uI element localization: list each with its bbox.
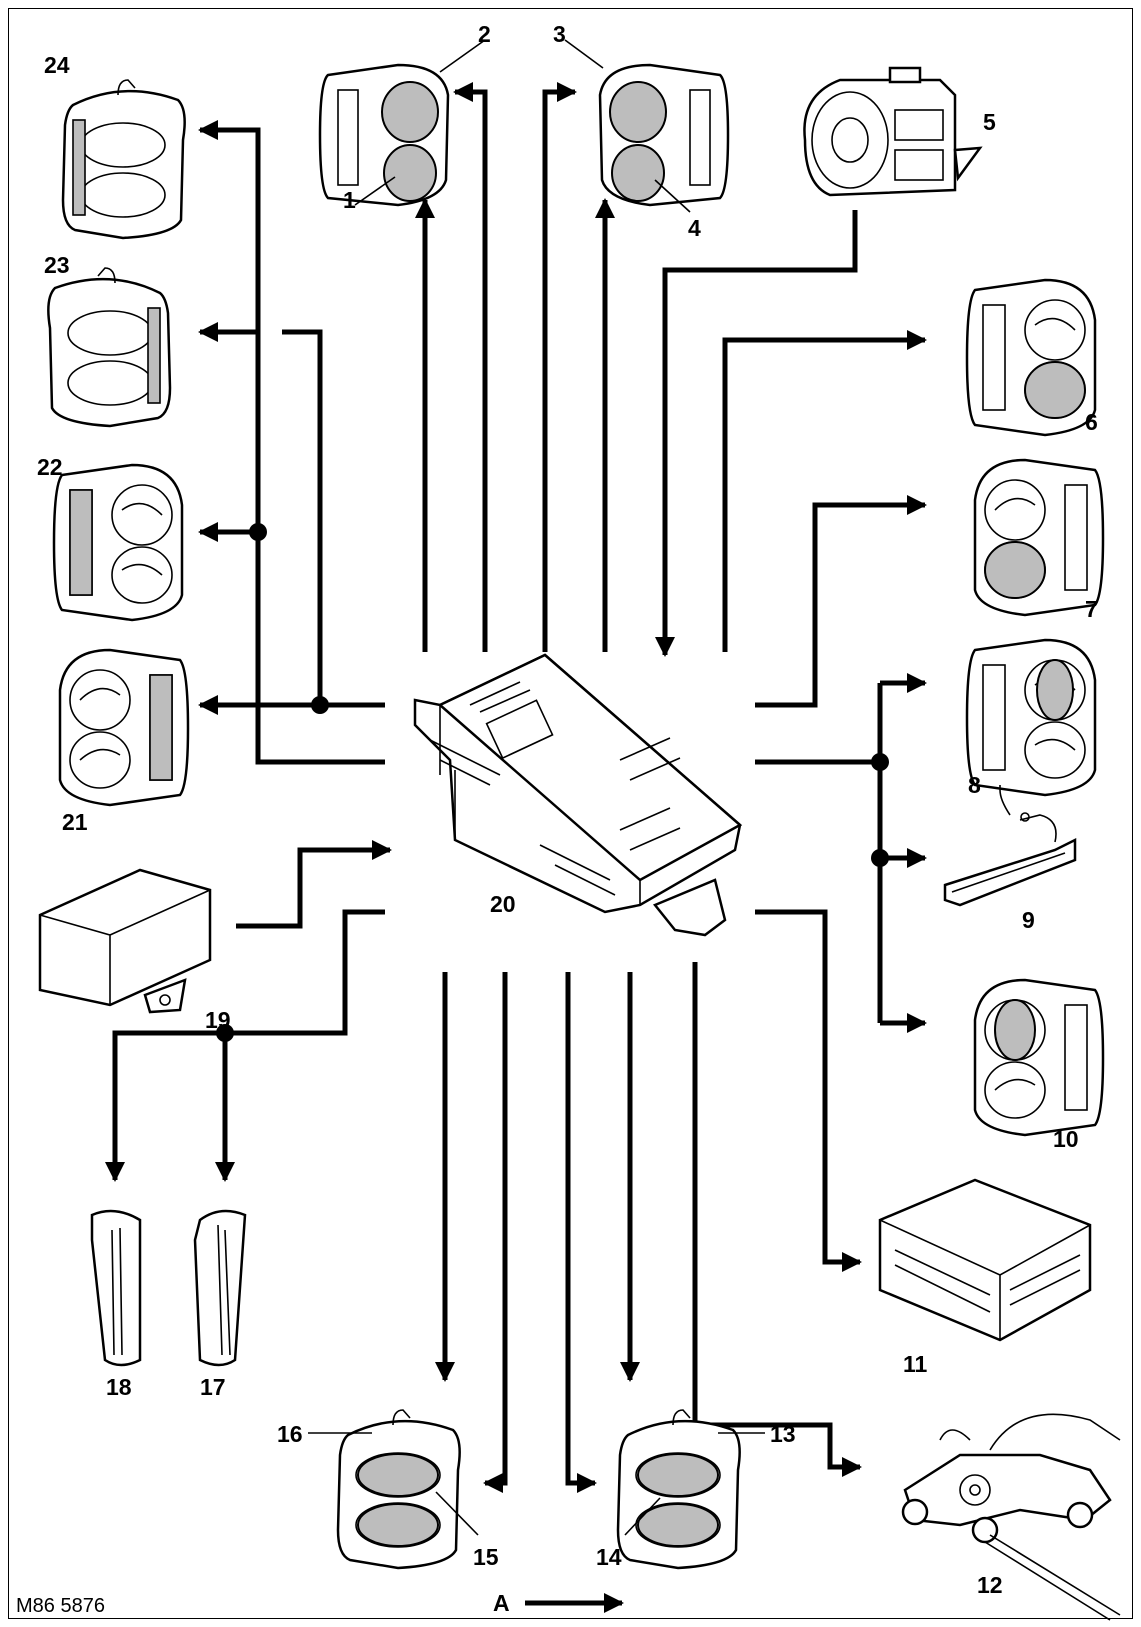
headlamp-icon — [967, 640, 1095, 795]
label-6: 6 — [1085, 409, 1098, 435]
label-17: 17 — [200, 1374, 226, 1400]
wiper-motor-icon — [903, 1414, 1120, 1620]
label-1: 1 — [343, 187, 356, 213]
label-20: 20 — [490, 891, 516, 917]
rear-lamp-icon — [63, 80, 185, 238]
label-22: 22 — [37, 454, 63, 480]
label-24: 24 — [44, 52, 70, 78]
lighting-switch-icon — [804, 68, 980, 195]
label-2: 2 — [478, 21, 491, 47]
cd-player-icon — [880, 1180, 1090, 1340]
side-repeater-icon — [92, 1211, 140, 1365]
label-15: 15 — [473, 1544, 499, 1570]
label-8: 8 — [968, 772, 981, 798]
side-repeater-icon — [195, 1211, 245, 1365]
high-mounted-stop-lamp-icon — [945, 785, 1075, 905]
figure-reference-code: M86 5876 — [16, 1595, 105, 1617]
label-23: 23 — [44, 252, 70, 278]
label-10: 10 — [1053, 1126, 1079, 1152]
rear-lamp-icon — [48, 268, 170, 426]
label-9: 9 — [1022, 907, 1035, 933]
label-3: 3 — [553, 21, 566, 47]
view-direction-indicator: A — [493, 1590, 622, 1616]
control-module-icon — [415, 655, 740, 935]
label-19: 19 — [205, 1007, 231, 1033]
headlamp-icon — [54, 465, 182, 620]
label-18: 18 — [106, 1374, 132, 1400]
headlamp-icon — [975, 460, 1103, 615]
headlamp-icon — [967, 280, 1095, 435]
headlamp-icon — [600, 65, 728, 205]
label-11: 11 — [903, 1351, 928, 1377]
label-16: 16 — [277, 1421, 303, 1447]
label-4: 4 — [688, 215, 701, 241]
view-label: A — [493, 1590, 510, 1616]
label-7: 7 — [1085, 596, 1098, 622]
headlamp-icon — [60, 650, 188, 805]
label-14: 14 — [596, 1544, 622, 1570]
label-13: 13 — [770, 1421, 796, 1447]
label-21: 21 — [62, 809, 88, 835]
headlamp-icon — [975, 980, 1103, 1135]
control-module-icon — [40, 870, 210, 1012]
label-12: 12 — [977, 1572, 1003, 1598]
label-5: 5 — [983, 109, 996, 135]
